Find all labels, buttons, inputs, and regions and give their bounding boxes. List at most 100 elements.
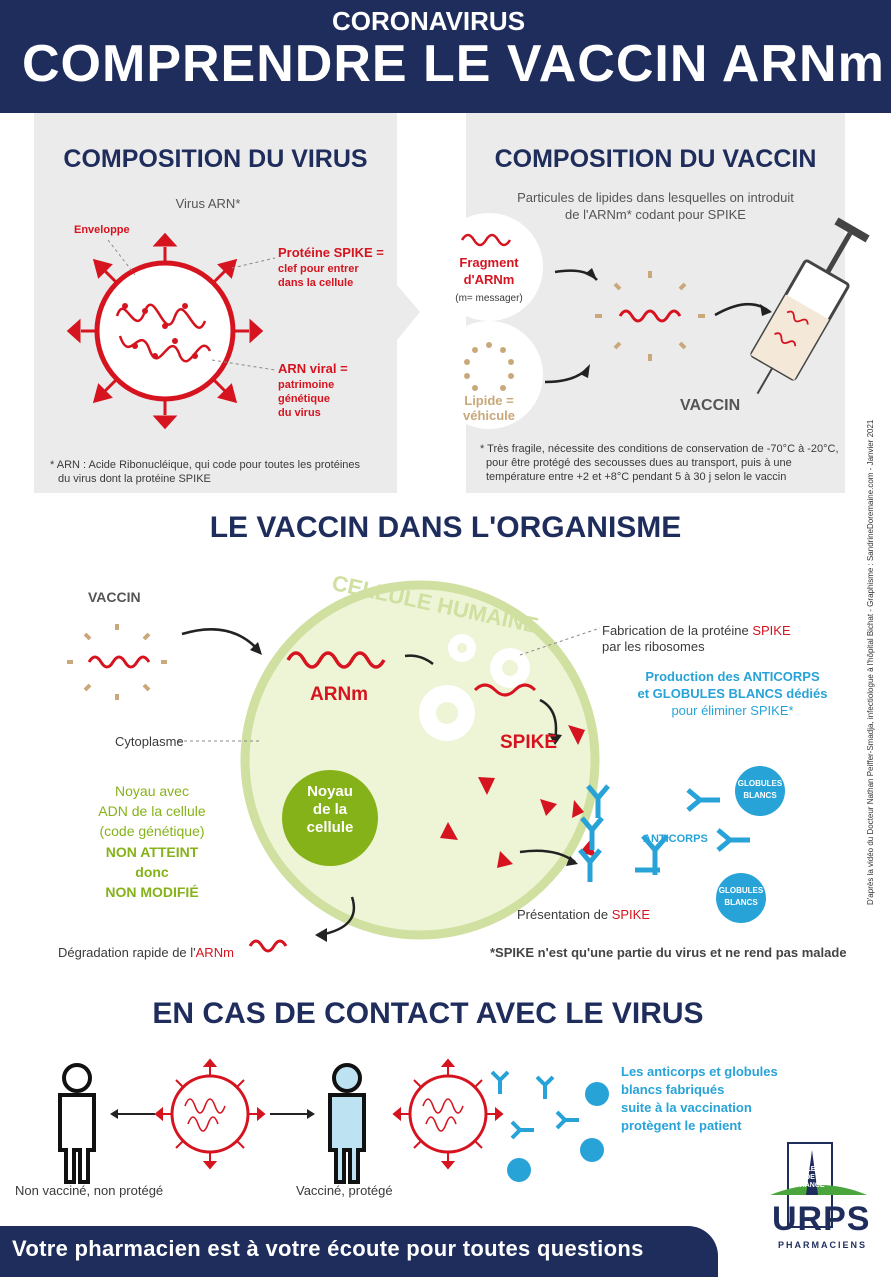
- virus-icon: [154, 1058, 266, 1170]
- white-cell-icon: [507, 1082, 609, 1182]
- cytoplasme-label: Cytoplasme: [115, 734, 184, 749]
- logo-france: FRANCE: [795, 1182, 825, 1189]
- nucleus-icon: [282, 770, 378, 866]
- logo-pharmaciens: PHARMACIENS: [778, 1240, 868, 1250]
- person-protected-icon: [328, 1063, 366, 1184]
- organism-vaccin-label: VACCIN: [88, 589, 141, 605]
- arrow-icon: [404, 654, 434, 666]
- logo-de: DE: [805, 1174, 815, 1181]
- spike-title: Protéine SPIKE =: [278, 245, 384, 260]
- production-text-1: Production des ANTICORPS: [645, 669, 820, 684]
- virus-diagram-icon: [66, 232, 264, 430]
- non-vaccine-label: Non vacciné, non protégé: [15, 1183, 164, 1198]
- fabrication-text-1: Fabrication de la protéine SPIKE: [602, 623, 791, 639]
- nucleus-label-3: cellule: [306, 819, 354, 836]
- presentation-label: Présentation de: [517, 907, 609, 922]
- lipide-icon: [464, 342, 514, 391]
- fabrication-text-2: par les ribosomes: [602, 639, 705, 654]
- virus-footnote-1: * ARN : Acide Ribonucléique, qui code po…: [50, 459, 361, 471]
- side-credit: D'après la vidéo du Docteur Nathan Peiff…: [866, 419, 875, 905]
- vaccine-intro-1: Particules de lipides dans lesquelles on…: [517, 190, 794, 205]
- header-subtitle: CORONAVIRUS: [331, 6, 526, 36]
- header-banner: [0, 0, 891, 113]
- noyau-text-1: Noyau avec: [115, 783, 189, 799]
- urps-logo-icon: [770, 1142, 867, 1228]
- fabrication-spike: SPIKE: [752, 623, 791, 638]
- anticorps-label: ANTICORPS: [643, 833, 708, 845]
- arn-title: ARN viral =: [278, 361, 348, 376]
- spike-desc-2: dans la cellule: [278, 277, 354, 289]
- lipide-circle: [435, 321, 543, 429]
- vaccine-label: Vacciné, protégé: [296, 1183, 393, 1198]
- white-cell-icon: [735, 766, 785, 816]
- production-text-3: pour éliminer SPIKE*: [671, 703, 794, 718]
- production-text-2: et GLOBULES BLANCS dédiés: [637, 686, 828, 701]
- vaccine-panel-title: COMPOSITION DU VACCIN: [494, 145, 817, 173]
- noyau-text-4: NON ATTEINT: [105, 844, 199, 860]
- noyau-text-2: ADN de la cellule: [98, 803, 206, 819]
- degradation-arnm: ARNm: [195, 945, 234, 960]
- globules-label-1a: GLOBULES: [737, 779, 783, 788]
- noyau-text-6: NON MODIFIÉ: [105, 884, 199, 900]
- syringe-label: VACCIN: [680, 397, 741, 414]
- fragment-label-1: Fragment: [459, 255, 519, 270]
- noyau-text-3: (code génétique): [99, 823, 205, 839]
- protect-text-4: protègent le patient: [621, 1118, 742, 1133]
- spike-desc-1: clef pour entrer: [278, 263, 359, 275]
- degraded-arnm-icon: [248, 939, 288, 953]
- nucleus-label-2: de la: [312, 801, 348, 818]
- fragment-note: (m= messager): [455, 293, 523, 304]
- antibody-icon: [490, 1070, 579, 1140]
- lipide-label-2: véhicule: [462, 408, 516, 423]
- organism-title: LE VACCIN DANS L'ORGANISME: [209, 511, 682, 544]
- syringe-icon: [750, 217, 870, 395]
- arn-desc-3: du virus: [278, 407, 321, 419]
- spike-note: *SPIKE n'est qu'une partie du virus et n…: [490, 945, 847, 960]
- arn-desc-1: patrimoine: [278, 379, 335, 391]
- vaccine-particle-icon: [595, 271, 705, 361]
- vaccine-note-2: pour être protégé des secousses dues au …: [486, 457, 792, 469]
- spike-label: SPIKE: [500, 732, 558, 753]
- logo-urps: URPS: [772, 1200, 871, 1238]
- degradation-label: Dégradation rapide de l': [58, 945, 196, 960]
- arrow-icon: [319, 896, 356, 937]
- globules-label-2a: GLOBULES: [718, 886, 764, 895]
- white-cell-icon: [716, 873, 766, 923]
- virus-label: Virus ARN*: [175, 196, 241, 211]
- globules-label-2b: BLANCS: [724, 898, 758, 907]
- arn-desc-2: génétique: [278, 393, 330, 405]
- logo-ile: ILE: [804, 1166, 816, 1173]
- vaccine-note-1: * Très fragile, nécessite des conditions…: [480, 443, 839, 455]
- protect-text-2: blancs fabriqués: [621, 1082, 725, 1097]
- noyau-text-5: donc: [135, 864, 169, 880]
- footer-text: Votre pharmacien est à votre écoute pour…: [12, 1236, 644, 1261]
- degradation-text: Dégradation rapide de l'ARNm: [58, 945, 234, 961]
- vaccine-note-3: température entre +2 et +8°C pendant 5 à…: [486, 471, 787, 483]
- panel-arrow-notch: [397, 285, 420, 340]
- nucleus-label-1: Noyau: [307, 783, 353, 800]
- presentation-text: Présentation de SPIKE: [517, 907, 650, 923]
- antibody-icon: [578, 784, 750, 882]
- virus-panel-title: COMPOSITION DU VIRUS: [63, 145, 368, 173]
- presentation-spike: SPIKE: [611, 907, 650, 922]
- fragment-label-2: d'ARNm: [463, 272, 515, 287]
- footer-banner: [0, 1226, 718, 1277]
- lipide-label-1: Lipide =: [464, 393, 514, 408]
- virus-footnote-2: du virus dont la protéine SPIKE: [58, 473, 211, 485]
- person-unprotected-icon: [58, 1063, 96, 1184]
- arnm-label: ARNm: [310, 684, 369, 705]
- protect-text-1: Les anticorps et globules: [621, 1064, 778, 1079]
- vaccine-intro-2: de l'ARNm* codant pour SPIKE: [565, 207, 746, 222]
- contact-title: EN CAS DE CONTACT AVEC LE VIRUS: [152, 997, 704, 1030]
- arrow-icon: [544, 367, 589, 384]
- header-title: COMPRENDRE LE VACCIN ARNm: [22, 35, 885, 93]
- arnm-strand-icon: [286, 651, 386, 669]
- arrow-icon: [181, 628, 261, 653]
- virus-icon: [392, 1058, 504, 1170]
- globules-label-1b: BLANCS: [743, 791, 777, 800]
- envelope-label: Enveloppe: [74, 224, 130, 236]
- human-cell-icon: [240, 580, 600, 940]
- fabrication-label: Fabrication de la protéine: [602, 623, 749, 638]
- vaccine-particle-icon: [67, 624, 167, 700]
